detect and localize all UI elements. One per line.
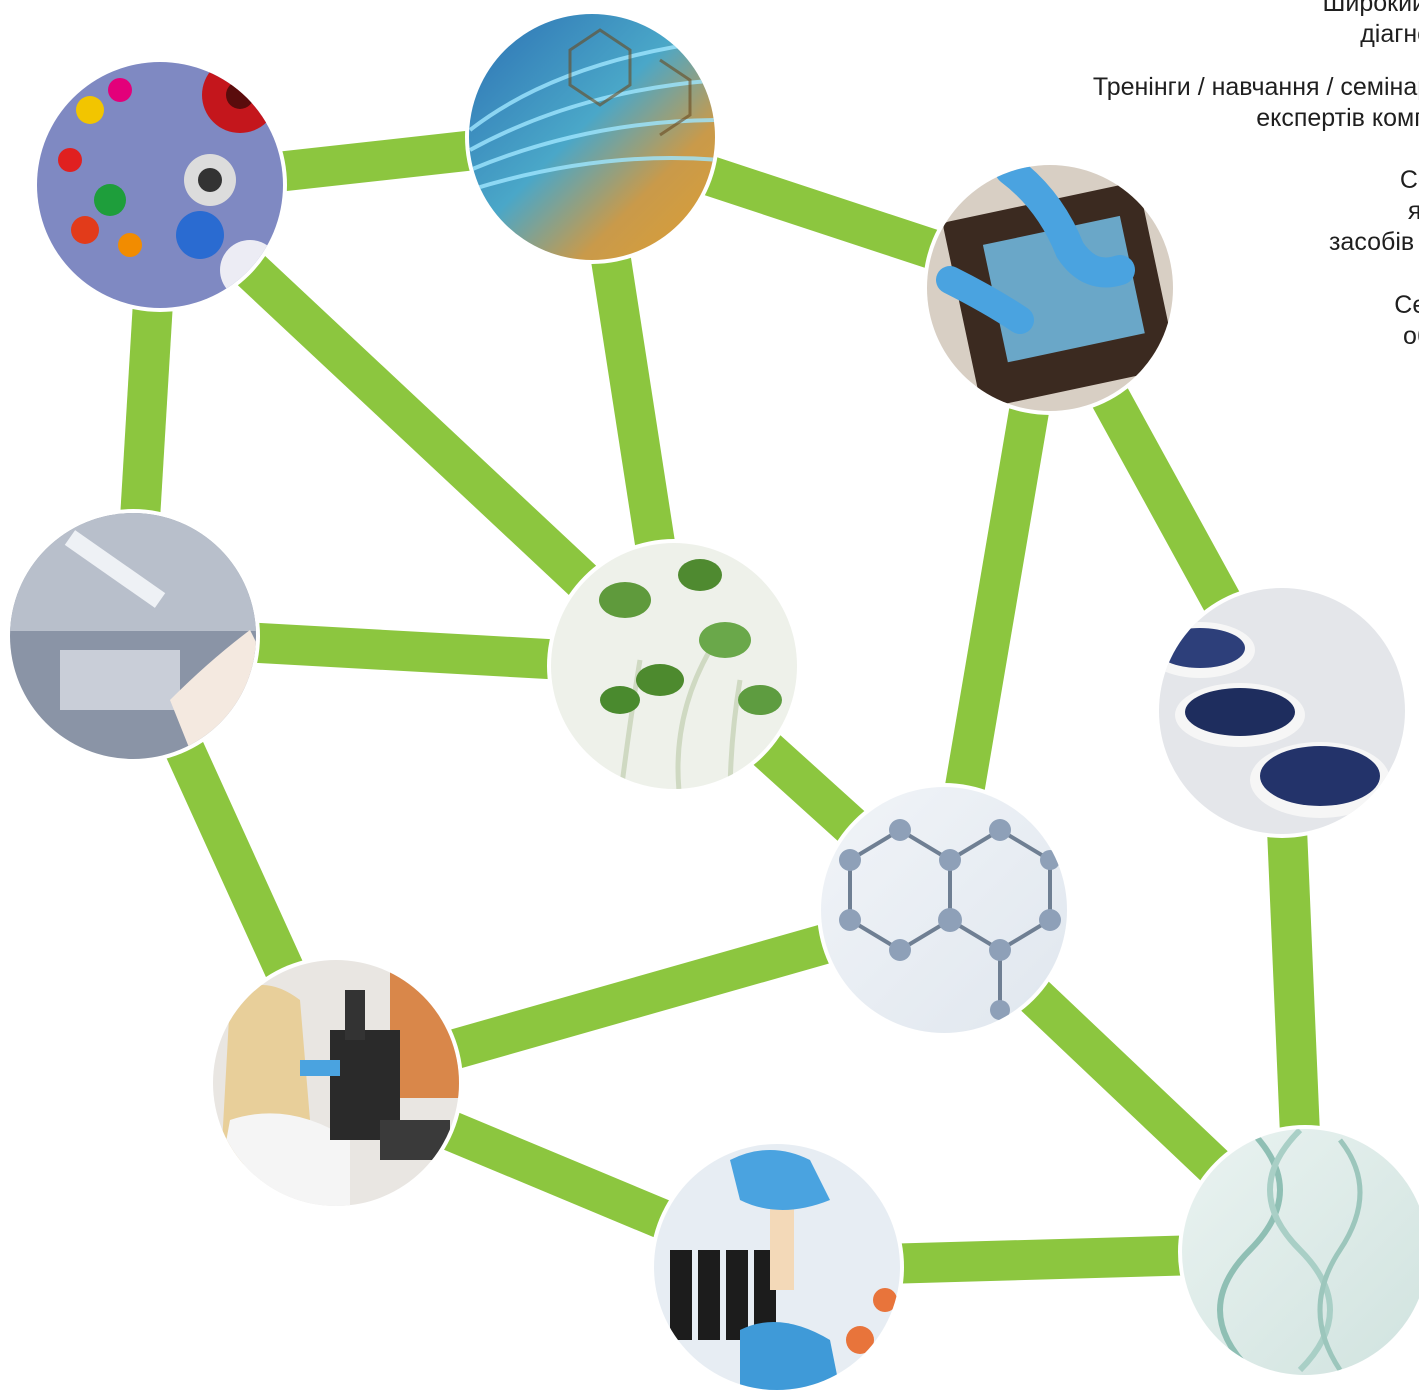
seedlings-photo-node [547, 539, 801, 793]
plastic-parts-photo-node [33, 58, 287, 312]
service-3-line-1: Серв [1399, 166, 1419, 194]
fiber-optics-photo-node [465, 10, 719, 264]
service-item-2: Тренінги / навчання / семінари / експерт… [1093, 72, 1419, 134]
molecule-photo-node [817, 783, 1071, 1037]
pipette-photo-node [6, 509, 260, 763]
service-3-line-2: якос [1407, 197, 1419, 225]
granules-photo-node [1155, 584, 1409, 838]
gloved-hands-tablet-photo-node [923, 161, 1177, 415]
service-4-line-2: обро [1402, 322, 1419, 350]
service-2-line-2: експертів компані [1256, 104, 1419, 132]
service-3-line-3: засобів зах [1328, 228, 1419, 256]
service-1-line-1: Широкий сп [1322, 0, 1419, 17]
service-item-3: Серв якос засобів зах [1329, 165, 1419, 258]
service-2-line-1: Тренінги / навчання / семінари / [1092, 73, 1419, 101]
service-item-4: Серві обро [1394, 290, 1419, 352]
microscope-scientist-photo-node [209, 956, 463, 1210]
service-1-line-2: діагности [1360, 20, 1419, 48]
service-4-line-1: Серві [1394, 291, 1419, 319]
test-tubes-photo-node [650, 1140, 904, 1391]
service-item-1: Широкий сп діагности [1322, 0, 1419, 50]
dna-helix-photo-node [1178, 1125, 1419, 1379]
